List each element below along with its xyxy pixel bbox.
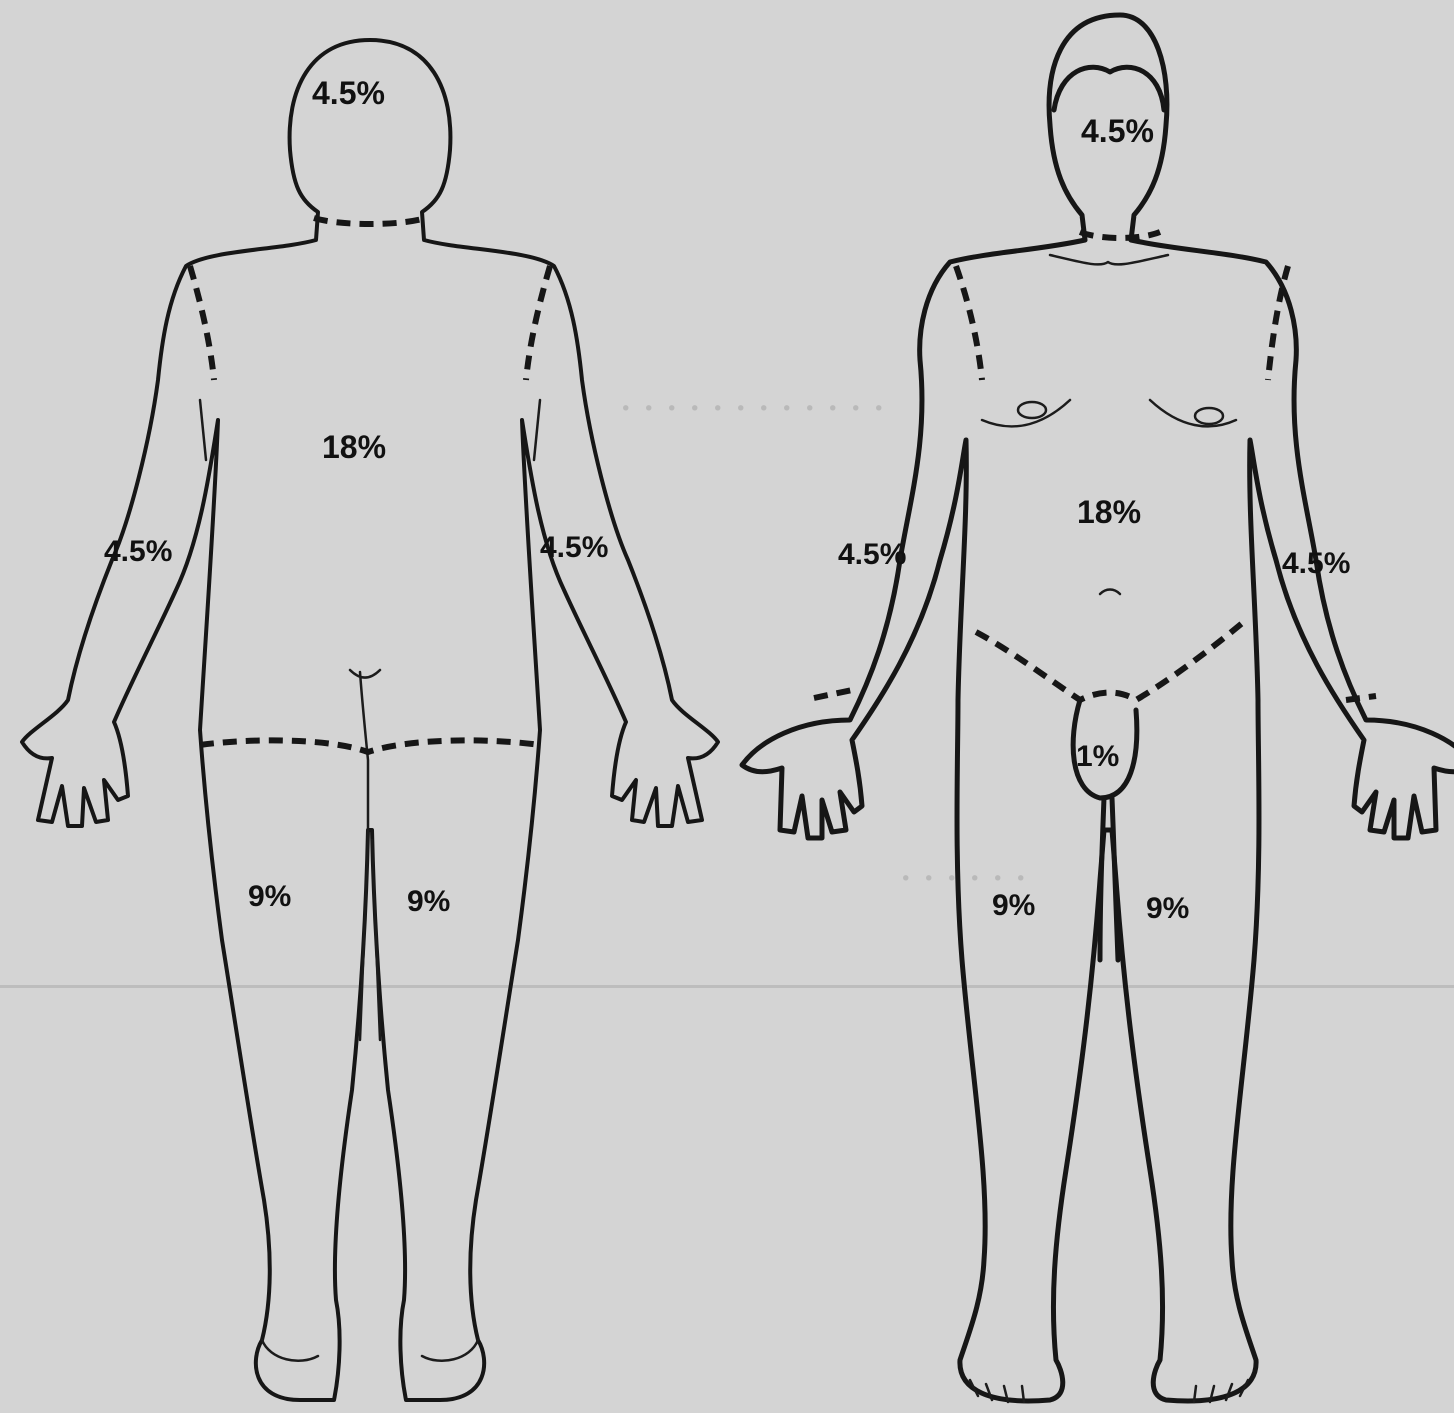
- front-neck-boundary: [1080, 232, 1160, 238]
- front-left-wrist-boundary: [814, 690, 852, 698]
- front-right-wrist-boundary: [1346, 696, 1376, 700]
- front-left-arm-percent: 4.5%: [838, 538, 906, 571]
- front-left-shoulder-boundary: [956, 266, 982, 380]
- front-body-outline: [742, 15, 1454, 1401]
- front-head-percent: 4.5%: [1081, 113, 1154, 149]
- front-right-arm-percent: 4.5%: [1282, 547, 1350, 580]
- back-right-shoulder-boundary: [526, 266, 550, 380]
- back-head-percent: 4.5%: [312, 75, 385, 111]
- back-right-arm-percent: 4.5%: [540, 531, 608, 564]
- front-collarbone: [1050, 255, 1168, 264]
- front-groin-boundary: [976, 620, 1246, 700]
- front-navel: [1100, 590, 1120, 595]
- back-waist-boundary: [200, 740, 540, 752]
- front-trunk-percent: 18%: [1077, 494, 1141, 530]
- front-left-leg-percent: 9%: [992, 889, 1035, 922]
- front-inner-leg-line: [1100, 798, 1118, 960]
- back-view-body: [22, 40, 718, 1400]
- svg-text:. . . . . .: . . . . . .: [900, 839, 1027, 890]
- back-trunk-percent: 18%: [322, 429, 386, 465]
- back-left-leg-percent: 9%: [248, 880, 291, 913]
- svg-text:. . . . . . . . . . . .: . . . . . . . . . . . .: [620, 369, 885, 420]
- front-left-nipple: [1018, 402, 1046, 418]
- front-right-nipple: [1195, 408, 1223, 424]
- back-body-outline: [22, 40, 718, 1400]
- back-heel-right: [422, 1340, 478, 1361]
- back-heel-left: [262, 1340, 318, 1361]
- back-buttock-line: [350, 670, 380, 840]
- front-hair-line: [1054, 67, 1164, 110]
- front-right-leg-percent: 9%: [1146, 892, 1189, 925]
- back-left-shoulder-boundary: [190, 266, 214, 380]
- back-right-leg-percent: 9%: [407, 885, 450, 918]
- front-genitals-percent: 1%: [1076, 740, 1119, 773]
- back-neck-boundary: [314, 218, 426, 224]
- back-left-arm-percent: 4.5%: [104, 535, 172, 568]
- back-inner-leg-line: [360, 840, 380, 1040]
- front-view-body: [742, 15, 1454, 1402]
